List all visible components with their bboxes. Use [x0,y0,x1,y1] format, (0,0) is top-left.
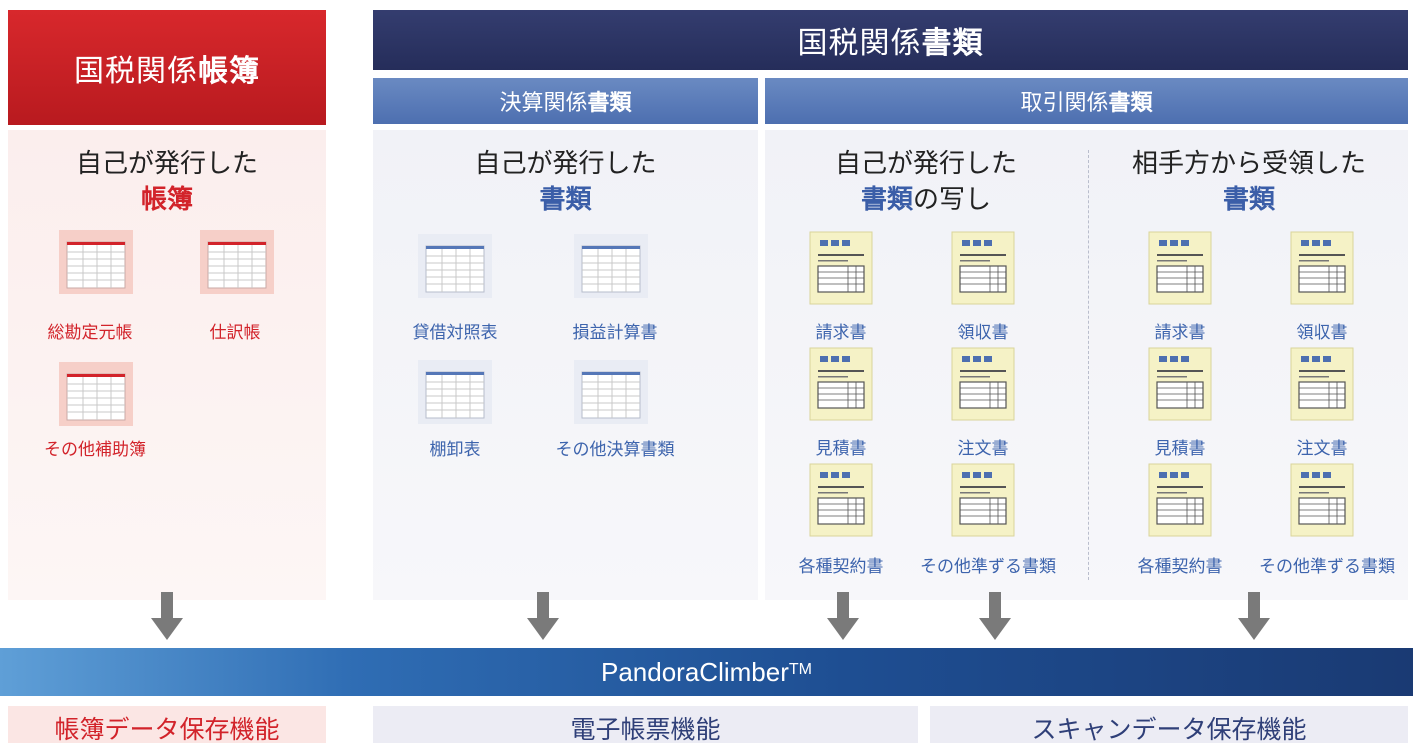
issued-item-label: 領収書 [957,323,1009,343]
down-arrow-icon [977,592,1013,642]
documents-header: 国税関係書類 [373,10,1408,70]
settlement-item-label: その他決算書類 [555,440,675,460]
ledger-header-bold: 帳簿 [198,53,260,89]
panel-divider [1088,150,1089,580]
document-icon [1289,230,1355,306]
issued-subtitle-rest: の写し [913,185,992,215]
ledger-item-label: 仕訳帳 [209,323,261,343]
settlement-header: 決算関係書類 [373,78,758,124]
document-icon [1289,346,1355,422]
ledger-subtitle-em: 帳簿 [140,185,193,215]
document-icon [950,346,1016,422]
document-icon [808,346,874,422]
ledger-blue-icon [572,232,650,300]
received-item-label: その他準ずる書類 [1259,557,1395,577]
document-icon [950,462,1016,538]
ledger-item-label: その他補助簿 [44,440,146,460]
settlement-item-label: 貸借対照表 [412,323,498,343]
down-arrow-icon [825,592,861,642]
settlement-item-label: 棚卸表 [429,440,481,460]
received-subtitle-line1: 相手方から受領した [1131,149,1366,179]
transaction-header-pre: 取引関係 [1020,91,1109,116]
settlement-subtitle-line1: 自己が発行した [474,149,657,179]
received-item-label: 請求書 [1154,323,1206,343]
received-item-label: 各種契約書 [1137,557,1223,577]
ledger-item-label: 総勘定元帳 [47,323,133,343]
issued-item-label: 見積書 [815,439,867,459]
function-electronic: 電子帳票機能 [373,706,918,744]
issued-item-label: 注文書 [957,439,1009,459]
received-subtitle: 相手方から受領した 書類 [1090,146,1408,218]
ledger-blue-icon [572,358,650,426]
down-arrow-icon [525,592,561,642]
transaction-header-bold: 書類 [1108,91,1153,116]
documents-header-pre: 国税関係 [797,26,922,61]
document-icon [950,230,1016,306]
settlement-item-label: 損益計算書 [572,323,658,343]
received-item-label: 注文書 [1296,439,1348,459]
ledger-subtitle-line1: 自己が発行した [75,149,258,179]
settlement-subtitle: 自己が発行した 書類 [373,146,758,218]
documents-header-bold: 書類 [921,26,984,61]
transaction-header: 取引関係書類 [765,78,1408,124]
ledger-red-icon [198,228,276,296]
received-item-label: 領収書 [1296,323,1348,343]
document-icon [808,230,874,306]
ledger-red-icon [57,360,135,428]
document-icon [1147,462,1213,538]
ledger-header: 国税関係帳簿 [8,10,326,125]
issued-item-label: 請求書 [815,323,867,343]
issued-item-label: 各種契約書 [798,557,884,577]
received-item-label: 見積書 [1154,439,1206,459]
ledger-blue-icon [416,358,494,426]
function-scan: スキャンデータ保存機能 [930,706,1408,744]
trademark-mark: TM [788,661,812,678]
function-ledger: 帳簿データ保存機能 [8,706,326,744]
settlement-header-bold: 書類 [587,91,632,116]
issued-subtitle-line1: 自己が発行した [834,149,1017,179]
down-arrow-icon [149,592,185,642]
settlement-header-pre: 決算関係 [499,91,588,116]
ledger-blue-icon [416,232,494,300]
settlement-subtitle-em: 書類 [539,185,592,215]
document-icon [1147,346,1213,422]
document-icon [808,462,874,538]
issued-item-label: その他準ずる書類 [920,557,1056,577]
received-subtitle-em: 書類 [1222,185,1275,215]
down-arrow-icon [1236,592,1272,642]
ledger-red-icon [57,228,135,296]
ledger-header-pre: 国税関係 [74,53,198,89]
ledger-subtitle: 自己が発行した 帳簿 [8,146,326,218]
product-name: PandoraClimber [601,656,789,687]
issued-subtitle: 自己が発行した 書類の写し [765,146,1087,218]
document-icon [1289,462,1355,538]
document-icon [1147,230,1213,306]
issued-subtitle-em: 書類 [860,185,913,215]
